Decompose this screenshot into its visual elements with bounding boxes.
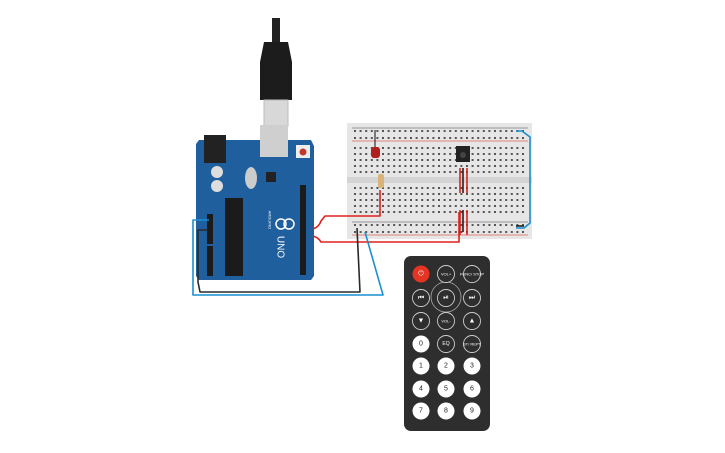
- analog-header: [207, 246, 213, 276]
- remote-button-label: ⏮: [418, 295, 424, 302]
- remote-button-next[interactable]: ⏭: [463, 289, 481, 307]
- breadboard[interactable]: [347, 123, 532, 239]
- wire-blue-signal: [192, 219, 384, 296]
- remote-button-label: EQ: [442, 341, 449, 347]
- remote-button-label: ⏻: [418, 270, 424, 278]
- remote-button-label: 7: [419, 408, 423, 415]
- remote-button-label: 6: [470, 386, 474, 393]
- usb-port: [260, 125, 288, 157]
- remote-button-label: 0: [419, 341, 423, 348]
- remote-button-play-pause[interactable]: ⏯: [437, 289, 455, 307]
- remote-button-4[interactable]: 4: [412, 380, 430, 398]
- remote-button-label: ⏭: [469, 295, 476, 302]
- remote-button-8[interactable]: 8: [437, 402, 455, 420]
- remote-button-func-stop[interactable]: FUNC/ STOP: [460, 265, 484, 283]
- remote-button-1[interactable]: 1: [412, 357, 430, 375]
- remote-button-label: 2: [444, 363, 448, 370]
- wire-red-led: [312, 190, 381, 230]
- remote-button-label: 4: [419, 386, 423, 393]
- remote-button-label: 5: [444, 386, 448, 393]
- remote-button-vol-down[interactable]: VOL-: [437, 312, 455, 330]
- remote-button-eq[interactable]: EQ: [437, 335, 455, 353]
- brand-label: ARDUINO: [268, 211, 273, 229]
- remote-button-label: 9: [470, 408, 474, 415]
- red-led[interactable]: [371, 147, 380, 158]
- remote-button-label: 3: [470, 363, 474, 370]
- remote-button-label: ▲: [469, 318, 476, 325]
- power-jack: [204, 135, 226, 163]
- remote-button-2[interactable]: 2: [437, 357, 455, 375]
- remote-button-label: ▼: [418, 318, 425, 325]
- remote-button-label: VOL+: [441, 272, 452, 277]
- usb-cable[interactable]: [260, 18, 292, 127]
- remote-button-label: ⏯: [443, 295, 449, 302]
- remote-button-6[interactable]: 6: [463, 380, 481, 398]
- remote-button-7[interactable]: 7: [412, 402, 430, 420]
- digital-header: [300, 185, 306, 275]
- remote-button-3[interactable]: 3: [463, 357, 481, 375]
- remote-button-0[interactable]: 0: [412, 335, 430, 353]
- remote-button-label: FUNC/ STOP: [460, 272, 484, 277]
- arduino-uno-board[interactable]: UNO ARDUINO: [196, 125, 314, 280]
- remote-button-vol-up[interactable]: VOL+: [437, 265, 455, 283]
- remote-button-label: 1: [419, 363, 423, 370]
- microcontroller-chip: [225, 198, 243, 276]
- remote-button-label: VOL-: [441, 319, 451, 324]
- wire-black-gnd: [197, 227, 361, 293]
- wire-red-ir-power: [312, 212, 460, 243]
- remote-button-up[interactable]: ▲: [463, 312, 481, 330]
- ir-remote[interactable]: ⏻ VOL+ FUNC/ STOP ⏮ ⏯ ⏭ ▼ VOL- ▲ 0 EQ ST/ REPT 1 2 3 4 5…: [404, 256, 490, 431]
- remote-button-power[interactable]: ⏻: [412, 265, 430, 283]
- resistor[interactable]: [378, 174, 384, 188]
- remote-button-label: 8: [444, 408, 448, 415]
- remote-button-down[interactable]: ▼: [412, 312, 430, 330]
- model-label: UNO: [275, 236, 286, 258]
- remote-button-st-rept[interactable]: ST/ REPT: [463, 335, 482, 353]
- remote-button-5[interactable]: 5: [437, 380, 455, 398]
- wire-blue-rail: [516, 130, 531, 229]
- remote-button-label: ST/ REPT: [463, 342, 482, 347]
- remote-button-prev[interactable]: ⏮: [412, 289, 430, 307]
- remote-button-9[interactable]: 9: [463, 402, 481, 420]
- power-header: [207, 214, 213, 244]
